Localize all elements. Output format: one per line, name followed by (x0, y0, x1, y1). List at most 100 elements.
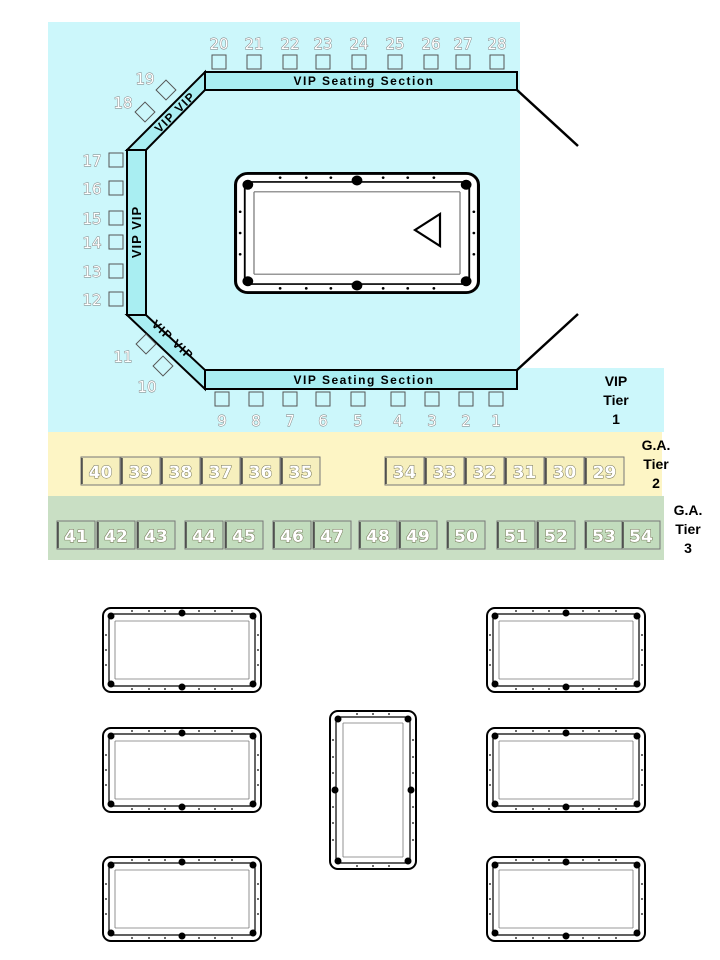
seat-45[interactable]: 45 (224, 520, 264, 550)
seat-27[interactable]: 27 (453, 35, 473, 70)
featured-pool-table (234, 171, 480, 295)
seat-23[interactable]: 23 (313, 35, 333, 70)
seat-18[interactable]: 18 (113, 94, 156, 123)
seat-48[interactable]: 48 (358, 520, 398, 550)
seat-17[interactable]: 17 (82, 152, 124, 170)
seat-number: 36 (249, 463, 273, 483)
seat-54[interactable]: 54 (621, 520, 661, 550)
seat-26[interactable]: 26 (421, 35, 441, 70)
seat-35[interactable]: 35 (280, 456, 321, 486)
seat-44[interactable]: 44 (184, 520, 224, 550)
seat-50[interactable]: 50 (446, 520, 486, 550)
seat-49[interactable]: 49 (398, 520, 438, 550)
seat-42[interactable]: 42 (96, 520, 136, 550)
seat-32[interactable]: 32 (464, 456, 505, 486)
seat-number: 26 (421, 35, 440, 53)
seat-number: 19 (135, 70, 154, 88)
seat-12[interactable]: 12 (82, 291, 124, 309)
seat-52[interactable]: 52 (536, 520, 576, 550)
seat-15[interactable]: 15 (82, 210, 124, 228)
seat-46[interactable]: 46 (272, 520, 312, 550)
seat-47[interactable]: 47 (312, 520, 352, 550)
seat-number: 10 (137, 378, 156, 396)
seat-10[interactable]: 10 (137, 355, 174, 396)
pool-table-left-2 (102, 727, 262, 813)
seat-number: 11 (113, 348, 132, 366)
tier2-label: G.A. Tier 2 (642, 437, 671, 491)
seat-1[interactable]: 1 (488, 391, 504, 430)
svg-text:G.A.: G.A. (642, 437, 671, 453)
seat-8[interactable]: 8 (248, 391, 264, 430)
seat-number: 24 (349, 35, 368, 53)
seat-11[interactable]: 11 (113, 333, 157, 366)
seat-41[interactable]: 41 (56, 520, 96, 550)
seat-number: 9 (217, 412, 227, 430)
seat-number: 22 (280, 35, 299, 53)
seat-number: 43 (144, 527, 168, 547)
svg-text:VIP: VIP (605, 373, 628, 389)
stage-right-edge (516, 89, 579, 371)
seat-33[interactable]: 33 (424, 456, 465, 486)
seat-6[interactable]: 6 (315, 391, 331, 430)
seat-number: 41 (64, 527, 88, 547)
seat-28[interactable]: 28 (487, 35, 507, 70)
seat-5[interactable]: 5 (350, 391, 366, 430)
seat-number: 6 (318, 412, 328, 430)
seat-25[interactable]: 25 (385, 35, 405, 70)
seat-21[interactable]: 21 (244, 35, 264, 70)
seat-2[interactable]: 2 (458, 391, 474, 430)
seat-40[interactable]: 40 (80, 456, 121, 486)
pool-table-right-1 (486, 607, 646, 693)
seat-4[interactable]: 4 (390, 391, 406, 430)
seat-number: 52 (544, 527, 568, 547)
seat-number: 45 (232, 527, 256, 547)
seat-37[interactable]: 37 (200, 456, 241, 486)
seat-9[interactable]: 9 (214, 391, 230, 430)
seat-39[interactable]: 39 (120, 456, 161, 486)
seat-number: 21 (244, 35, 263, 53)
seat-53[interactable]: 53 (584, 520, 624, 550)
seat-16[interactable]: 16 (82, 180, 124, 198)
vip-band-bottom (204, 369, 518, 390)
svg-text:Tier: Tier (675, 521, 701, 537)
vip-band-top-label: VIP Seating Section (294, 74, 435, 88)
seat-number: 47 (320, 527, 344, 547)
seat-7[interactable]: 7 (282, 391, 298, 430)
seat-36[interactable]: 36 (240, 456, 281, 486)
seat-31[interactable]: 31 (504, 456, 545, 486)
seat-number: 12 (82, 291, 101, 309)
seat-51[interactable]: 51 (496, 520, 536, 550)
seat-22[interactable]: 22 (280, 35, 300, 70)
seat-20[interactable]: 20 (209, 35, 229, 70)
seat-number: 20 (209, 35, 228, 53)
pool-table-right-2 (486, 727, 646, 813)
seat-number: 15 (82, 210, 101, 228)
seat-19[interactable]: 19 (135, 70, 177, 101)
svg-text:Tier: Tier (643, 456, 669, 472)
seat-29[interactable]: 29 (584, 456, 625, 486)
seat-number: 13 (82, 263, 101, 281)
seat-number: 42 (104, 527, 128, 547)
seat-number: 30 (553, 463, 577, 483)
seat-number: 1 (491, 412, 501, 430)
seat-14[interactable]: 14 (82, 234, 124, 252)
svg-text:3: 3 (684, 540, 692, 556)
seat-number: 46 (280, 527, 304, 547)
seat-38[interactable]: 38 (160, 456, 201, 486)
seat-24[interactable]: 24 (349, 35, 369, 70)
seat-number: 2 (461, 412, 471, 430)
seat-number: 27 (453, 35, 472, 53)
seat-number: 31 (513, 463, 537, 483)
pool-table-right-3 (486, 856, 646, 942)
seat-30[interactable]: 30 (544, 456, 585, 486)
seat-13[interactable]: 13 (82, 263, 124, 281)
seat-number: 18 (113, 94, 132, 112)
seat-number: 25 (385, 35, 404, 53)
seat-number: 37 (209, 463, 233, 483)
seat-34[interactable]: 34 (384, 456, 425, 486)
seat-43[interactable]: 43 (136, 520, 176, 550)
seat-3[interactable]: 3 (424, 391, 440, 430)
seat-number: 33 (433, 463, 457, 483)
seat-number: 29 (593, 463, 617, 483)
